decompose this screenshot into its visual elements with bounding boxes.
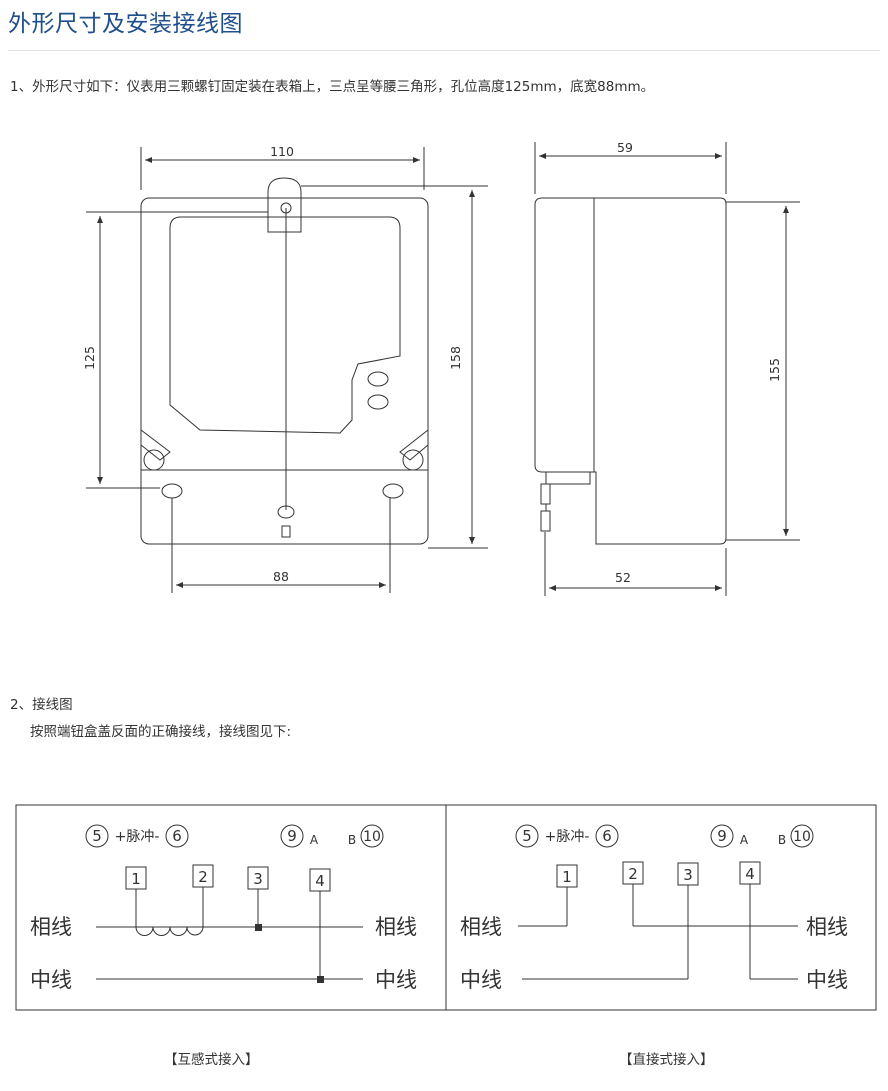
dim-110-label: 110 — [270, 144, 294, 159]
circle-5-label: 5 — [522, 827, 532, 845]
circle-6-label: 6 — [172, 827, 182, 845]
caption-direct: 【直接式接入】 — [619, 1052, 714, 1068]
dim-88-label: 88 — [273, 569, 289, 584]
pulse-label: +脉冲- — [545, 829, 590, 845]
label-b: B — [778, 833, 786, 847]
phase-label-right: 相线 — [375, 915, 417, 939]
circle-9-label: 9 — [287, 827, 297, 845]
neutral-label-left: 中线 — [460, 968, 502, 992]
phase-label-left: 相线 — [460, 915, 502, 939]
label-a: A — [310, 833, 319, 847]
title-divider — [8, 50, 880, 51]
neutral-label-right: 中线 — [375, 968, 417, 992]
dim-158-label: 158 — [448, 346, 463, 370]
terminal-3-label: 3 — [683, 866, 693, 884]
terminal-2-label: 2 — [198, 868, 208, 886]
terminal-4-label: 4 — [745, 865, 755, 883]
dim-155-label: 155 — [767, 358, 782, 382]
circle-10-label: 10 — [363, 829, 381, 845]
phase-label-right: 相线 — [806, 915, 848, 939]
dim-52-label: 52 — [615, 570, 631, 585]
terminal-4-label: 4 — [315, 872, 325, 890]
terminal-3-label: 3 — [253, 870, 263, 888]
panel-direct: 5 +脉冲- 6 9 A B 10 1 2 3 4 相线 相线 中线 中线 — [460, 824, 848, 992]
neutral-label-left: 中线 — [30, 968, 72, 992]
label-b: B — [348, 833, 356, 847]
dimension-drawing: 110 125 158 88 59 155 52 — [82, 140, 800, 596]
top-mount-tab — [267, 177, 302, 233]
front-body — [140, 197, 429, 545]
pulse-label: +脉冲- — [115, 829, 160, 845]
wiring-description: 按照端钮盒盖反面的正确接线，接线图见下: — [30, 724, 292, 740]
panel-transformer: 5 +脉冲- 6 9 A B 10 1 2 3 4 相线 相线 中线 中线 — [30, 824, 417, 992]
dim-125-label: 125 — [82, 346, 97, 370]
phase-label-left: 相线 — [30, 915, 72, 939]
terminal-1-label: 1 — [131, 870, 141, 888]
circle-9-label: 9 — [717, 827, 727, 845]
neutral-label-right: 中线 — [806, 968, 848, 992]
dim-59-label: 59 — [617, 140, 633, 155]
label-a: A — [740, 833, 749, 847]
caption-transformer: 【互感式接入】 — [164, 1052, 259, 1068]
side-body — [534, 197, 727, 545]
terminal-2-label: 2 — [628, 865, 638, 883]
wiring-heading: 2、接线图 — [10, 697, 73, 713]
wiring-diagram: 5 +脉冲- 6 9 A B 10 1 2 3 4 相线 相线 中线 中线 — [15, 804, 877, 1011]
circle-10-label: 10 — [793, 829, 811, 845]
terminal-1-label: 1 — [562, 868, 572, 886]
front-window — [169, 216, 401, 434]
dimension-description: 1、外形尺寸如下：仪表用三颗螺钉固定装在表箱上，三点呈等腰三角形，孔位高度125… — [10, 79, 655, 95]
page-title: 外形尺寸及安装接线图 — [8, 11, 243, 37]
circle-6-label: 6 — [602, 827, 612, 845]
circle-5-label: 5 — [92, 827, 102, 845]
